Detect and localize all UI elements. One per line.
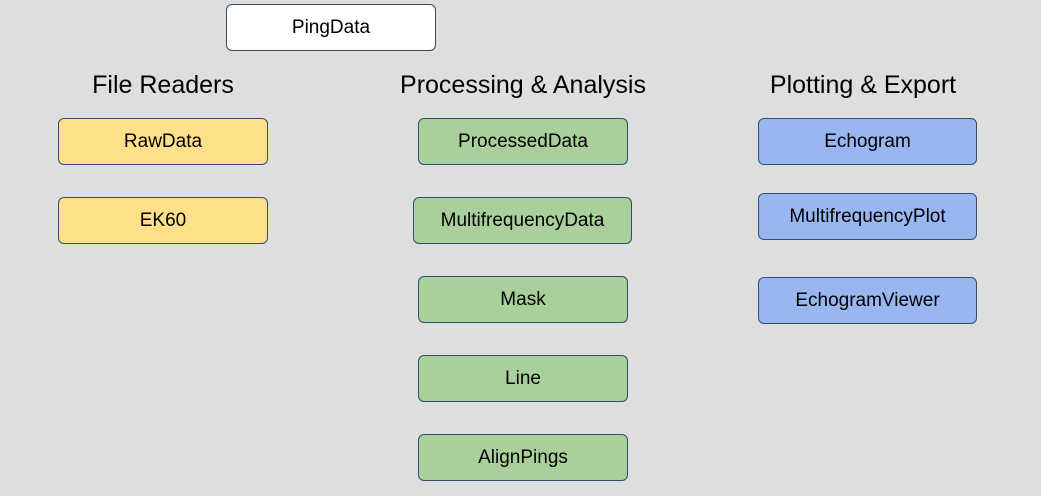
echogram-box: Echogram bbox=[758, 118, 977, 165]
mask-box: Mask bbox=[418, 276, 628, 323]
processing-analysis-heading: Processing & Analysis bbox=[400, 71, 646, 99]
ek60-box: EK60 bbox=[58, 197, 268, 244]
file-readers-heading: File Readers bbox=[92, 71, 234, 99]
rawdata-box: RawData bbox=[58, 118, 268, 165]
echogramviewer-box: EchogramViewer bbox=[758, 277, 977, 324]
multifrequencydata-box: MultifrequencyData bbox=[413, 197, 632, 244]
multifrequencyplot-box: MultifrequencyPlot bbox=[758, 193, 977, 240]
alignpings-box: AlignPings bbox=[418, 434, 628, 481]
pingdata-box: PingData bbox=[226, 4, 436, 51]
line-box: Line bbox=[418, 355, 628, 402]
plotting-export-heading: Plotting & Export bbox=[769, 71, 957, 99]
processeddata-box: ProcessedData bbox=[418, 118, 628, 165]
